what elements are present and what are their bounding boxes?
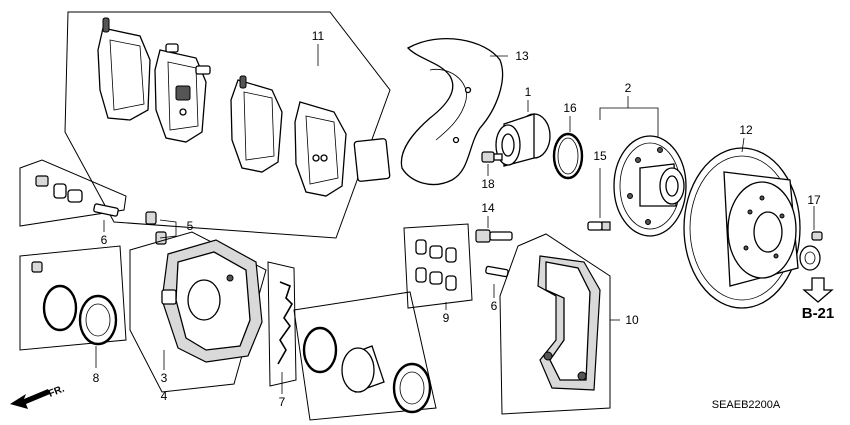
- callout-6-right: 6: [491, 299, 498, 313]
- reference-b21: B-21: [802, 277, 835, 322]
- direction-label: FR.: [47, 383, 66, 399]
- disc-screw: 17: [799, 193, 823, 271]
- splash-shield: 13: [400, 37, 529, 185]
- callout-16: 16: [563, 101, 577, 115]
- front-direction-arrow-icon: [10, 389, 50, 409]
- reference-label: B-21: [802, 305, 835, 322]
- callout-3: 3: [161, 371, 168, 385]
- caliper-pin-group: 6: [19, 159, 127, 247]
- piston-group: [293, 291, 437, 421]
- snap-ring: 16: [552, 101, 584, 180]
- front-hub: 2: [599, 81, 687, 237]
- brake-pad-4: [294, 101, 347, 197]
- callout-13: 13: [515, 49, 529, 63]
- hub-bolt: 15: [587, 149, 611, 231]
- caliper-guide-pin: 6: [485, 265, 509, 313]
- callout-10: 10: [625, 313, 639, 327]
- caliper-body: 3 4: [129, 231, 267, 403]
- brake-disc: 12: [683, 123, 801, 309]
- callout-5: 5: [187, 219, 194, 233]
- callout-2: 2: [625, 81, 632, 95]
- callout-7: 7: [279, 395, 286, 409]
- brake-pad-3: [230, 75, 283, 173]
- pad-shim: [353, 138, 391, 182]
- splash-shield-bolt: 18: [481, 151, 503, 191]
- brake-pad-2: [154, 43, 211, 143]
- callout-9: 9: [443, 311, 450, 325]
- pad-retainer-springs: 7: [267, 261, 297, 409]
- pad-set-group-outline: [64, 11, 391, 239]
- callout-15: 15: [593, 149, 607, 163]
- down-arrow-icon: [802, 277, 834, 303]
- callout-6-left: 6: [101, 233, 108, 247]
- callout-11: 11: [312, 29, 325, 43]
- callout-1: 1: [525, 85, 532, 99]
- callout-14: 14: [481, 201, 495, 215]
- seal-kit-group: 8: [19, 245, 127, 385]
- callout-8: 8: [93, 371, 100, 385]
- bleeder-screw: 5: [145, 211, 194, 245]
- caliper-pin-set: 9: [403, 223, 473, 325]
- callout-4: 4: [161, 389, 168, 403]
- front-direction-indicator: FR.: [10, 383, 66, 409]
- brake-pad-set-group: 11: [64, 11, 391, 239]
- callout-18: 18: [481, 177, 495, 191]
- diagram-code: SEAEB2200A: [712, 399, 781, 411]
- caliper-bracket-bolt: 14: [475, 201, 513, 243]
- wheel-bearing: 1: [495, 85, 551, 167]
- callout-17: 17: [807, 193, 821, 207]
- brake-pad-1: [97, 17, 151, 121]
- callout-12: 12: [739, 123, 753, 137]
- caliper-bracket: 10: [499, 233, 639, 415]
